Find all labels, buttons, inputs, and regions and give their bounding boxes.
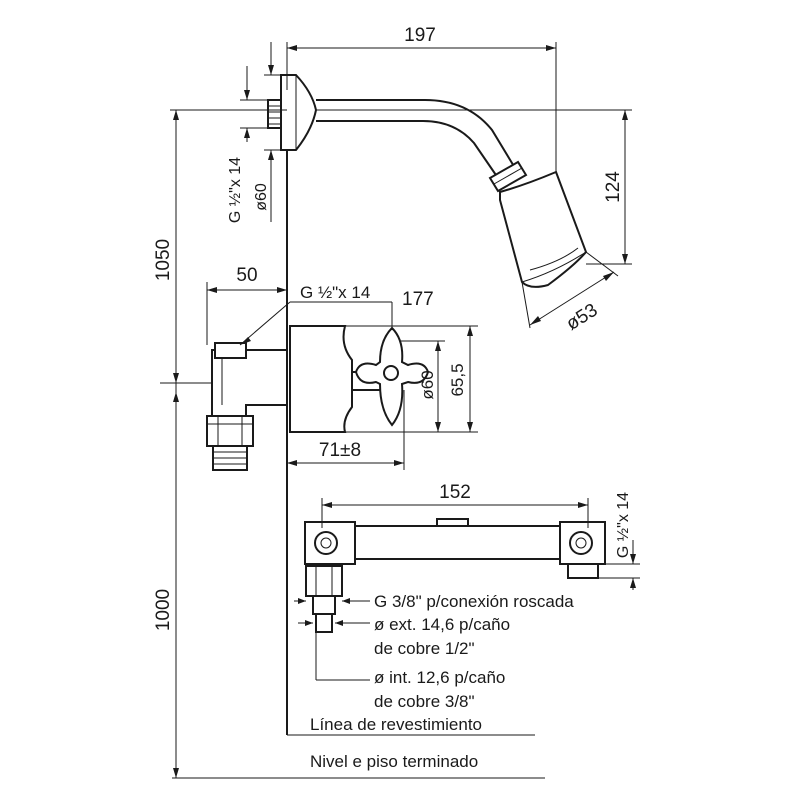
- dimension-wall-thread-top: G ½"x 14: [227, 66, 281, 223]
- note-line-5: de cobre 3/8": [374, 692, 475, 711]
- dimension-valve-offset: 50: [206, 265, 288, 345]
- dimension-flange-diameter: ø60: [253, 42, 281, 222]
- dim-177-label: 177: [402, 289, 434, 310]
- dimension-valve-thread: G ½"x 14: [239, 283, 392, 346]
- note-leaders: [294, 598, 370, 681]
- dim-1000-label: 1000: [153, 589, 174, 631]
- dimension-arm-length: 197: [286, 25, 557, 172]
- dim-53-label: ø53: [563, 300, 602, 335]
- dim-152-label: 152: [439, 482, 471, 503]
- dimension-total-height-bottom: 1000: [153, 383, 179, 778]
- note-line-1: G 3/8" p/conexión roscada: [374, 592, 574, 611]
- shower-arm-assembly: [267, 74, 588, 288]
- dim-65-label: 65,5: [448, 363, 467, 396]
- valve-side-view: [206, 325, 430, 471]
- dim-50-label: 50: [236, 265, 257, 286]
- coating-line-label: Línea de revestimiento: [310, 715, 482, 734]
- dim-1050-label: 1050: [153, 239, 174, 281]
- dim-flange-label: ø60: [253, 183, 270, 211]
- note-line-2: ø ext. 14,6 p/caño: [374, 615, 510, 634]
- dimension-valve-projection: 177: [391, 289, 434, 330]
- valve-thread-label: G ½"x 14: [300, 283, 370, 302]
- dimension-total-height-top: 1050: [153, 109, 287, 383]
- mixer-bar-front-view: [304, 518, 606, 633]
- bar-thread-label: G ½"x 14: [615, 492, 632, 558]
- floor-line-label: Nivel e piso terminado: [310, 752, 478, 771]
- dim-thread-top-label: G ½"x 14: [227, 157, 244, 223]
- dim-124-label: 124: [603, 171, 624, 203]
- dimension-handle-flange: ø60: [345, 325, 478, 433]
- dimension-arm-drop: 124: [316, 109, 632, 265]
- notes-block: G 3/8" p/conexión roscada ø ext. 14,6 p/…: [310, 592, 574, 771]
- note-line-3: de cobre 1/2": [374, 639, 475, 658]
- dim-197-label: 197: [404, 25, 436, 46]
- dim-71-label: 71±8: [319, 440, 361, 461]
- dimension-bar-width: 152: [321, 482, 589, 528]
- dimension-bar-thread: G ½"x 14: [598, 492, 640, 590]
- dimension-handle-height: 65,5: [448, 326, 473, 432]
- dim-handle-60-label: ø60: [418, 370, 437, 399]
- dimension-handle-depth: 71±8: [287, 390, 405, 470]
- note-line-4: ø int. 12,6 p/caño: [374, 668, 505, 687]
